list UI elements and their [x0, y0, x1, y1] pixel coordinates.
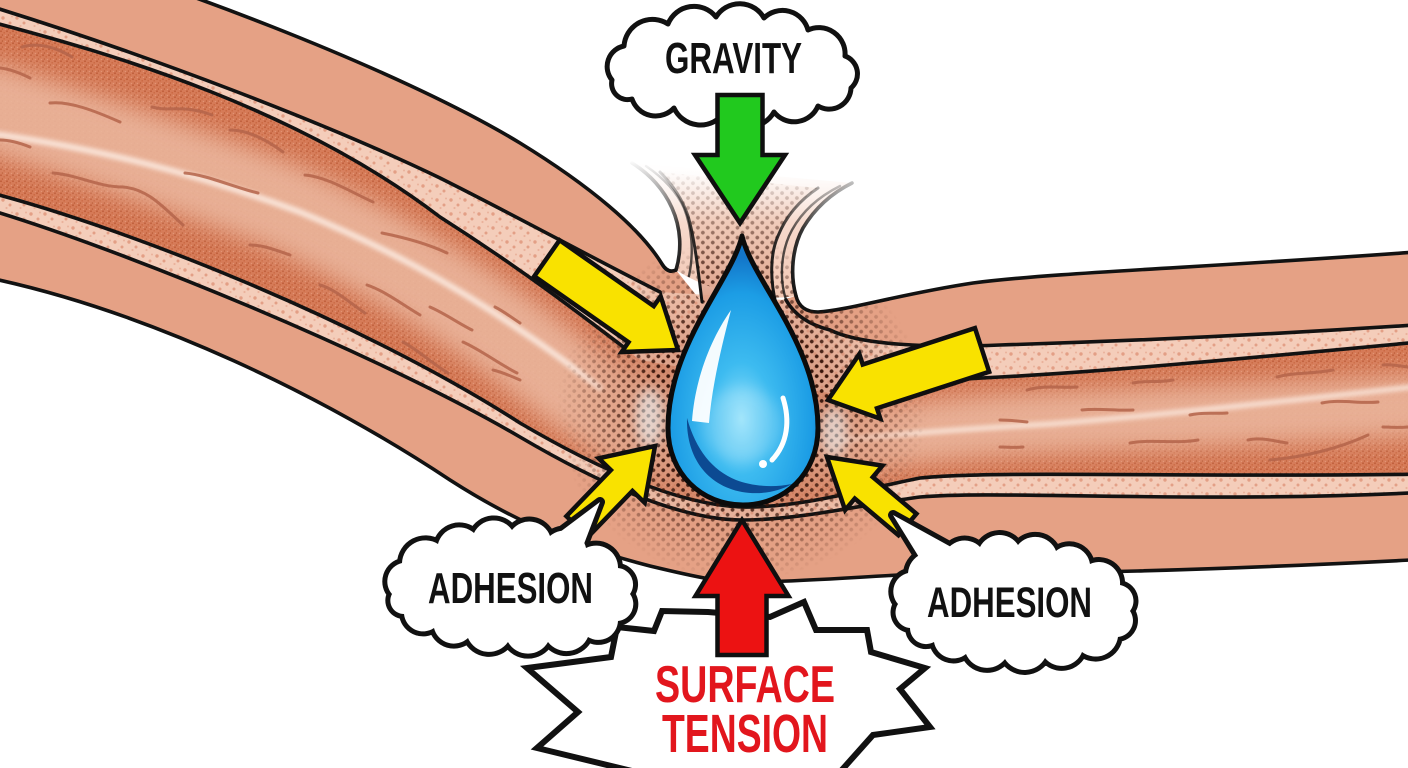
- cortex-texture-stroke: [150, 105, 214, 117]
- cortex-texture-stroke: [303, 173, 375, 204]
- cortex-texture-stroke: [0, 66, 32, 80]
- cortex-texture-stroke: [248, 243, 292, 257]
- cloud-tail: [540, 502, 600, 557]
- cortex-texture-stroke: [491, 368, 522, 382]
- cortex-texture-stroke: [380, 231, 449, 255]
- gravity-cloud-bubble: [604, 1, 860, 130]
- cortex-texture-stroke: [401, 340, 450, 375]
- cloud-tail: [893, 515, 962, 575]
- cortex-texture-stroke: [1188, 411, 1229, 417]
- adhesion-callout-right: ADHESION: [888, 510, 1139, 675]
- droplet-shadow-crescent: [686, 418, 792, 494]
- meniscus-edge-line-right-inner: [780, 184, 842, 302]
- fiber-outline-top-right: [794, 250, 1408, 314]
- cortex-texture-stroke: [318, 283, 367, 315]
- gravity-label: GRAVITY: [665, 34, 802, 83]
- adhesion-callout-right-fill: [893, 515, 1134, 670]
- cortex-texture-stroke: [51, 171, 185, 227]
- gravity-arrow-icon: [690, 92, 790, 228]
- cortex-texture-stroke: [183, 171, 260, 195]
- meniscus-edge-line-left: [630, 161, 682, 272]
- surface-tension-label-line2: TENSION: [662, 704, 828, 764]
- adhesion-label-left: ADHESION: [428, 564, 593, 613]
- cortex-texture-strokes: [0, 43, 1408, 462]
- adhesion-callout-left: ADHESION: [382, 497, 639, 659]
- surface-tension-callout: SURFACE TENSION: [519, 515, 936, 768]
- cortex-texture-stroke: [1268, 433, 1370, 462]
- cortex-texture-stroke: [48, 101, 122, 124]
- cortex-texture-stroke: [1275, 368, 1335, 379]
- meniscus-edge-line-right: [790, 181, 854, 298]
- meniscus-glow-right: [821, 406, 847, 458]
- cortex-texture-stroke: [1131, 378, 1175, 385]
- surface-tension-arrow-icon: [691, 515, 793, 658]
- cortex-texture-stroke: [1080, 407, 1135, 412]
- cortex-texture-stroke: [0, 138, 32, 149]
- meniscus-edge-line-left-outer: [658, 170, 704, 304]
- adhesion-arrow-upper-right-icon: [824, 325, 993, 423]
- droplet-reflection-dot: [759, 460, 767, 468]
- cortex-texture-stroke: [428, 305, 474, 332]
- adhesion-label-right: ADHESION: [927, 579, 1092, 627]
- meniscus-edge-line-right-outer: [770, 186, 820, 306]
- cortex-texture-stroke: [1381, 363, 1408, 369]
- cortex-texture-stroke: [1320, 399, 1380, 405]
- droplet-reflection-arc: [769, 395, 790, 463]
- cortex-texture-stroke: [20, 43, 74, 59]
- cortex-texture-stroke: [493, 305, 522, 325]
- surface-tension-label-line1: SURFACE: [655, 656, 835, 714]
- water-droplet-icon: [665, 233, 821, 508]
- cortex-texture-stroke: [228, 128, 285, 154]
- droplet-inner-glow: [702, 387, 782, 463]
- cortex-texture-stroke: [998, 418, 1029, 424]
- droplet-highlight-streak: [692, 310, 731, 423]
- fiber-outline-top-left: [196, 0, 678, 273]
- cortex-texture-stroke: [1128, 438, 1200, 445]
- cortex-texture-stroke: [1246, 437, 1289, 445]
- cortex-texture-stroke: [461, 340, 519, 375]
- adhesion-callout-left-fill: [387, 502, 634, 654]
- cloud-bubble: [893, 535, 1134, 670]
- cortex-texture-stroke: [1025, 385, 1079, 392]
- meniscus-glow-left: [636, 388, 664, 448]
- cortex-texture-stroke: [365, 283, 422, 317]
- gravity-callout: GRAVITY: [604, 1, 860, 228]
- adhesion-arrow-upper-left-icon: [531, 237, 682, 355]
